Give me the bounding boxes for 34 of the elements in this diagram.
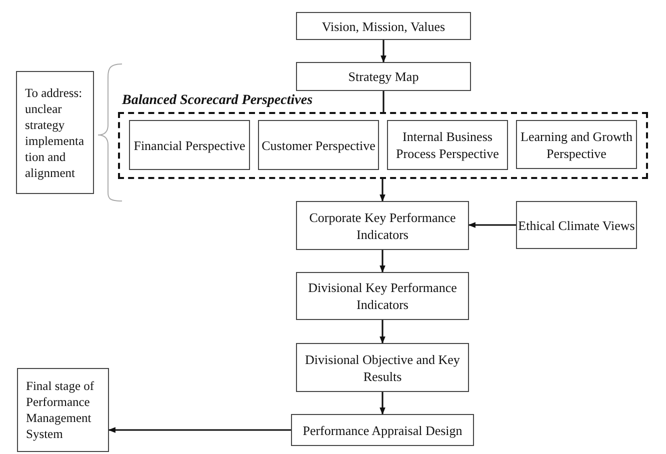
arrow	[380, 40, 386, 63]
box-label: Vision, Mission, Values	[322, 18, 446, 34]
process-box	[516, 120, 637, 169]
box-label: Ethical Climate Views	[518, 216, 635, 234]
note-box	[16, 71, 94, 194]
arrow	[108, 427, 291, 433]
process-box	[129, 120, 250, 170]
process-box	[296, 62, 471, 91]
box-label: Strategy Map	[348, 68, 419, 85]
arrow	[468, 222, 516, 228]
box-label: Performance Appraisal Design	[302, 422, 462, 438]
arrow	[380, 392, 386, 415]
process-box	[296, 343, 469, 392]
group-title: Balanced Scorecard Perspectives	[122, 92, 313, 110]
box-label: Financial Perspective	[134, 136, 246, 154]
process-box	[291, 414, 474, 446]
note-box	[17, 368, 109, 452]
arrow	[380, 320, 386, 344]
box-label: Divisional Key Performance Indicators	[307, 279, 458, 313]
arrow	[380, 250, 386, 273]
box-label: Final stage of Performance Management System	[26, 378, 96, 442]
box-label: Corporate Key Performance Indicators	[308, 208, 457, 242]
process-box	[258, 120, 379, 170]
process-box	[296, 12, 471, 40]
box-label: Learning and Growth Perspective	[520, 128, 634, 162]
arrow	[380, 179, 386, 202]
process-box	[387, 120, 508, 170]
box-label: Customer Perspective	[262, 136, 376, 154]
box-label: To address: unclear strategy implementa tion and alignment	[25, 84, 86, 180]
box-label: Divisional Objective and Key Results	[304, 350, 461, 384]
process-box	[296, 272, 469, 320]
process-box	[296, 201, 469, 250]
process-box	[516, 201, 637, 249]
box-label: Internal Business Process Perspective	[395, 128, 500, 162]
